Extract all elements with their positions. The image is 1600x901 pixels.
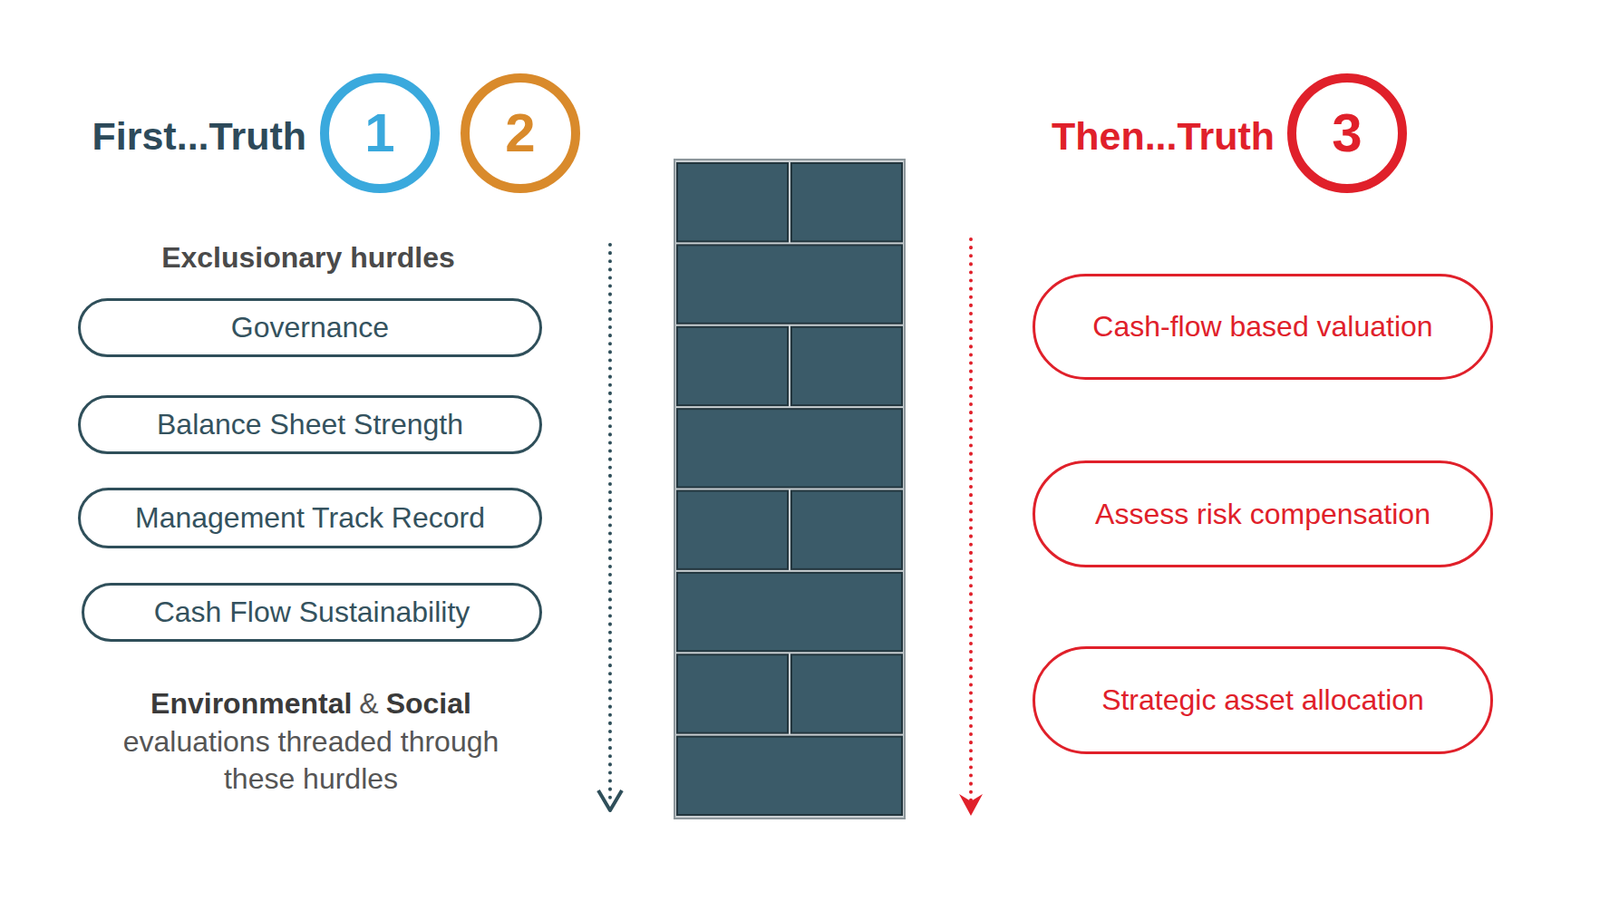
box-label: Balance Sheet Strength <box>156 407 464 442</box>
box-label: Cash-flow based valuation <box>1092 310 1433 344</box>
heading: First...Truth <box>92 114 308 159</box>
number-circle: 2 <box>460 73 581 194</box>
box-label: Management Track Record <box>135 501 485 535</box>
arrow-head <box>959 794 983 816</box>
number-circle: 1 <box>320 73 440 194</box>
box-label: Strategic asset allocation <box>1101 683 1425 718</box>
brick <box>791 163 902 242</box>
note-text: Environmental <box>150 687 352 720</box>
note-line: Environmental&Social <box>66 685 556 724</box>
brick-wall <box>674 159 905 819</box>
callout-number: 1 <box>364 106 395 161</box>
brick <box>677 736 902 815</box>
callout-number: 3 <box>1331 106 1362 161</box>
hurdle-box: Strategic asset allocation <box>1032 646 1494 755</box>
number-circle: 3 <box>1287 73 1407 194</box>
mortar <box>674 159 905 819</box>
arrow-head <box>598 790 622 811</box>
box-label: Assess risk compensation <box>1095 497 1431 532</box>
dotted-arrow <box>608 244 612 804</box>
brick <box>791 654 902 733</box>
hurdle-box: Management Track Record <box>77 487 543 549</box>
brick <box>791 327 902 406</box>
note-text: evaluations threaded through these hurdl… <box>97 723 524 799</box>
brick <box>677 491 788 570</box>
hurdle-box: Balance Sheet Strength <box>77 395 543 455</box>
brick <box>677 408 902 487</box>
brick <box>677 572 902 651</box>
hurdle-box: Assess risk compensation <box>1032 460 1494 568</box>
hurdle-box: Cash-flow based valuation <box>1032 273 1494 380</box>
dotted-arrow <box>969 239 973 804</box>
heading: Then...Truth <box>1051 114 1275 159</box>
note-text: & <box>358 687 379 720</box>
brick <box>677 327 788 406</box>
hurdle-box: Governance <box>77 298 543 358</box>
brick <box>677 654 788 733</box>
brick <box>791 491 902 570</box>
note-text: Social <box>386 687 472 720</box>
callout-number: 2 <box>504 106 535 161</box>
box-label: Governance <box>231 310 389 345</box>
hurdle-box: Cash Flow Sustainability <box>81 582 543 642</box>
brick <box>677 163 788 242</box>
section-heading: Exclusionary hurdles <box>161 241 456 275</box>
box-label: Cash Flow Sustainability <box>154 595 471 630</box>
brick <box>677 244 902 323</box>
note-block: Environmental&Socialevaluations threaded… <box>66 685 556 799</box>
